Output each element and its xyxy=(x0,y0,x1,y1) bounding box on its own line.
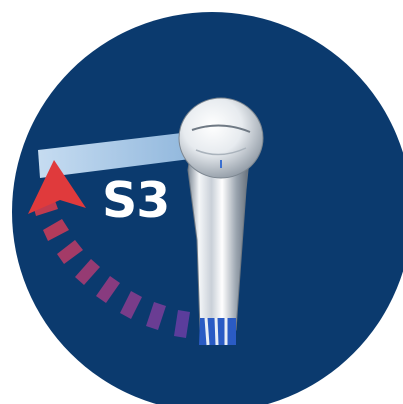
arrow-dash xyxy=(174,310,190,338)
handle-ghost xyxy=(38,132,198,178)
arrow-dash xyxy=(120,291,142,319)
arrow-head xyxy=(28,160,86,214)
setting-label: S3 xyxy=(102,172,170,229)
faucet-knob xyxy=(178,97,264,179)
arrow-dash xyxy=(43,219,69,241)
rotation-arrow xyxy=(28,160,190,338)
arrow-dash xyxy=(96,276,120,303)
arrow-dash xyxy=(146,302,166,330)
arrow-dash xyxy=(75,259,100,285)
arrow-dash xyxy=(57,240,83,264)
